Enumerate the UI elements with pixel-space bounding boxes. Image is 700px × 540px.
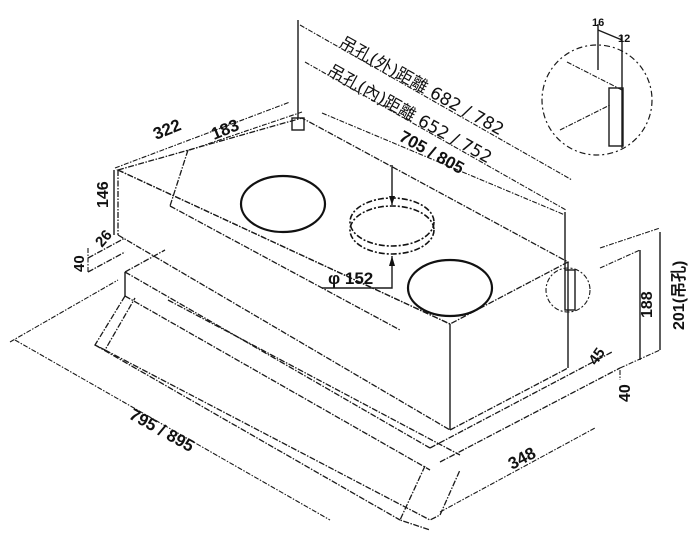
ext-201-top xyxy=(599,227,661,249)
duct-collar-bottom xyxy=(349,205,435,255)
top-front-line xyxy=(169,205,401,331)
detail-line-bottom xyxy=(559,104,611,131)
label-795: 795 / 895 xyxy=(126,405,197,456)
detail-callout-circle xyxy=(545,267,591,313)
arrow-down xyxy=(389,196,395,205)
left-leg xyxy=(94,295,136,351)
label-40-left: 40 xyxy=(71,255,88,272)
ext-bottom xyxy=(619,349,661,369)
bracket-detail: 16 12 xyxy=(541,17,653,156)
label-26: 26 xyxy=(92,227,116,251)
tray-bottom xyxy=(94,344,401,521)
dim-top-length xyxy=(321,112,566,216)
detail-bracket xyxy=(608,87,624,147)
diameter-leader-bottom xyxy=(322,256,393,289)
detail-line-top xyxy=(566,61,623,91)
detail-label-12: 12 xyxy=(618,33,630,45)
dim-hang-inner xyxy=(304,61,567,211)
panel-left-bottom xyxy=(87,251,126,273)
front-bottom-line xyxy=(117,234,451,431)
panel-front-bottom xyxy=(124,295,431,471)
detail-dim-line xyxy=(597,29,623,41)
label-diameter: φ 152 xyxy=(328,269,373,288)
panel-inner-line xyxy=(167,299,461,456)
panel-top-left xyxy=(124,249,166,273)
panel-front-top xyxy=(124,271,431,449)
top-inner-line xyxy=(169,149,189,207)
ext-795-left xyxy=(9,279,119,343)
top-face xyxy=(116,117,570,325)
dim-795 xyxy=(14,339,331,521)
panel-left-top xyxy=(87,237,126,259)
dim-322 xyxy=(114,101,291,169)
label-201: 201(吊孔) xyxy=(670,261,688,330)
label-45: 45 xyxy=(585,345,608,368)
bracket-right xyxy=(564,269,576,311)
lower-panel xyxy=(87,237,621,531)
ext-188-top xyxy=(599,249,641,269)
dimensions xyxy=(9,20,661,521)
panel-right-bottom xyxy=(439,367,621,463)
label-348: 348 xyxy=(505,443,539,473)
panel-right-top xyxy=(429,351,613,449)
dim-hang-outer xyxy=(299,24,573,181)
label-146: 146 xyxy=(95,181,112,208)
label-40-right: 40 xyxy=(617,384,634,402)
label-322: 322 xyxy=(150,115,183,143)
label-183: 183 xyxy=(208,115,241,143)
detail-label-16: 16 xyxy=(592,17,604,29)
label-188: 188 xyxy=(639,291,656,318)
dim-348 xyxy=(439,427,596,513)
front-tray-line xyxy=(104,349,461,521)
right-bottom-line xyxy=(449,367,569,431)
top-front-edge xyxy=(117,169,451,325)
dim-183 xyxy=(189,111,303,151)
detail-circle xyxy=(541,44,653,156)
right-leg xyxy=(399,465,431,531)
duct-hole-right xyxy=(406,258,494,318)
duct-hole-left xyxy=(239,174,327,234)
arrow-up xyxy=(389,256,395,266)
hood-body xyxy=(116,117,570,431)
duct-holes xyxy=(239,174,494,318)
